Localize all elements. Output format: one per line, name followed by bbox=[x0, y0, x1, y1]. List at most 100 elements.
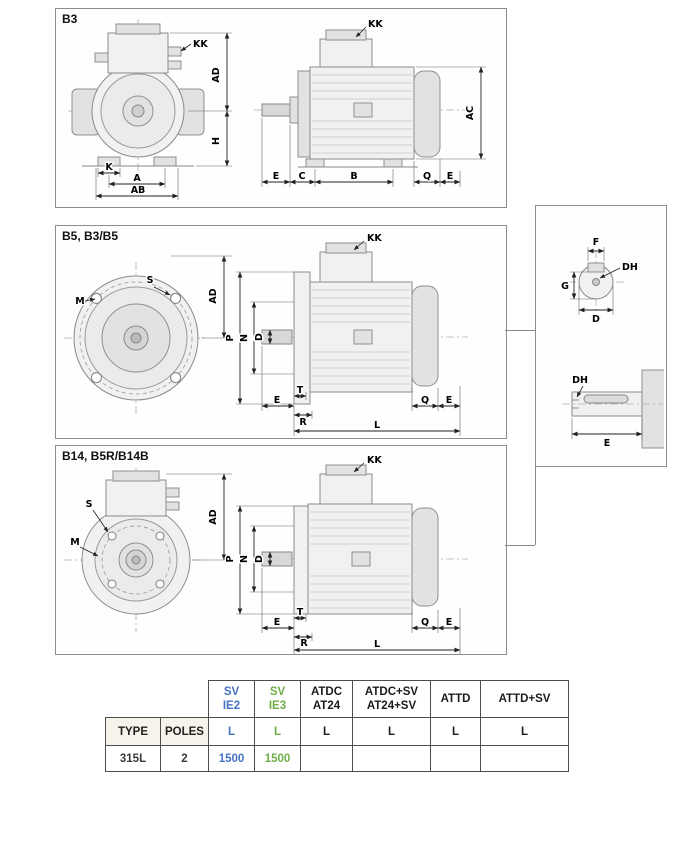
cell-value bbox=[352, 745, 431, 772]
b3-side-view bbox=[254, 29, 468, 168]
dim-label-q: Q bbox=[423, 171, 431, 182]
table-dim-label: L bbox=[352, 717, 431, 746]
group-line1: ATDC+SV bbox=[364, 685, 419, 698]
connector-line bbox=[535, 465, 536, 545]
cell-type-value: 315L bbox=[105, 745, 161, 772]
cell-value bbox=[300, 745, 353, 772]
table-data-row: 315L 2 1500 1500 bbox=[105, 745, 569, 772]
connector-line bbox=[505, 330, 535, 331]
dim-label-n: N bbox=[239, 334, 250, 342]
table-blank-cell bbox=[106, 681, 161, 718]
dim-label-r: R bbox=[300, 638, 308, 649]
panel-b14-title: B14, B5R/B14B bbox=[62, 449, 149, 463]
dim-label-ad: AD bbox=[211, 67, 222, 82]
b14-drawing: S M AD bbox=[64, 454, 468, 656]
cell-value: 1500 bbox=[208, 745, 255, 772]
panel-b3: B3 bbox=[55, 8, 507, 208]
table-group-header-row: SV IE2 SV IE3 ATDC AT24 ATDC+SV AT24+SV … bbox=[106, 680, 569, 718]
shaft-side-view bbox=[562, 369, 667, 449]
dim-label-p: P bbox=[225, 334, 236, 341]
b14-front-view bbox=[64, 468, 206, 632]
shaft-side-dimensions: DH E bbox=[571, 374, 643, 451]
group-line1: SV bbox=[223, 685, 240, 698]
dim-label-k: K bbox=[105, 162, 113, 173]
b14-front-dimensions: S M AD bbox=[69, 473, 232, 561]
dim-label-d: D bbox=[592, 314, 600, 325]
b5-front-view bbox=[64, 262, 208, 414]
b3-front-view bbox=[68, 19, 208, 173]
dim-label-e: E bbox=[274, 395, 281, 406]
table-header-sv-ie2: SV IE2 bbox=[208, 680, 255, 718]
table-dim-label: L bbox=[254, 717, 301, 746]
dim-label-h: H bbox=[211, 137, 222, 145]
dim-label-dh: DH bbox=[622, 262, 638, 273]
shaft-detail-box: F DH G D DH bbox=[535, 205, 667, 467]
dim-label-kk: KK bbox=[193, 39, 208, 50]
cooling-fins bbox=[312, 289, 410, 385]
table-header-attd-sv: ATTD+SV bbox=[480, 680, 569, 718]
dim-label-s: S bbox=[86, 499, 93, 510]
dim-label-r: R bbox=[299, 417, 307, 428]
dim-label-d: D bbox=[254, 333, 265, 341]
cell-poles-value: 2 bbox=[160, 745, 209, 772]
table-header-sv-ie3: SV IE3 bbox=[254, 680, 301, 718]
b14-side-view bbox=[254, 464, 468, 615]
cell-value bbox=[480, 745, 569, 772]
dim-label-m: M bbox=[75, 296, 84, 307]
dim-label-dh: DH bbox=[572, 375, 588, 386]
cell-value bbox=[430, 745, 481, 772]
b5-drawing: M S AD bbox=[64, 232, 468, 436]
group-line2: IE2 bbox=[222, 700, 241, 712]
dim-label-p: P bbox=[225, 555, 236, 562]
panel-b5: B5, B3/B5 bbox=[55, 225, 507, 439]
table-dim-label: L bbox=[430, 717, 481, 746]
table-header-attd: ATTD bbox=[430, 680, 481, 718]
dim-label-l: L bbox=[374, 639, 380, 650]
b5-side-dimensions: KK P N D E T bbox=[224, 232, 461, 436]
dim-label-g: G bbox=[561, 281, 569, 292]
dim-label-q: Q bbox=[421, 617, 429, 628]
panel-b3-title: B3 bbox=[62, 12, 78, 26]
dim-label-q: Q bbox=[421, 395, 429, 406]
cooling-fins bbox=[310, 511, 410, 609]
dim-label-t: T bbox=[297, 385, 304, 396]
shaft-end-dimensions: F DH G D bbox=[560, 236, 640, 327]
shaft-end-view bbox=[568, 250, 624, 314]
connector-line bbox=[505, 545, 535, 546]
dim-label-e: E bbox=[446, 617, 453, 628]
group-line2: IE3 bbox=[268, 700, 287, 712]
group-line1: ATDC bbox=[310, 685, 343, 698]
b5-side-view bbox=[254, 242, 468, 405]
dim-label-kk: KK bbox=[367, 455, 382, 466]
dim-label-e: E bbox=[447, 171, 454, 182]
dim-label-e: E bbox=[446, 395, 453, 406]
dim-label-e: E bbox=[273, 171, 280, 182]
panel-b14: B14, B5R/B14B bbox=[55, 445, 507, 656]
dim-label-c: C bbox=[299, 171, 306, 182]
dim-label-s: S bbox=[147, 275, 154, 286]
b14-side-dimensions: KK P N D E T bbox=[224, 454, 461, 656]
table-header-atdc-sv: ATDC+SV AT24+SV bbox=[352, 680, 431, 718]
dim-label-kk: KK bbox=[368, 19, 383, 30]
table-dim-label: L bbox=[300, 717, 353, 746]
cell-value: 1500 bbox=[254, 745, 301, 772]
dimension-table: SV IE2 SV IE3 ATDC AT24 ATDC+SV AT24+SV … bbox=[105, 680, 569, 772]
table-header-atdc-at24: ATDC AT24 bbox=[300, 680, 353, 718]
group-line1: SV bbox=[269, 685, 286, 698]
group-line2: AT24+SV bbox=[366, 700, 417, 712]
dim-label-f: F bbox=[593, 237, 600, 248]
table-blank-cell bbox=[161, 681, 209, 718]
b3-drawing: KK AD H K A AB bbox=[68, 18, 486, 200]
dim-label-b: B bbox=[350, 171, 357, 182]
b3-side-dimensions: KK E C B Q E AC bbox=[261, 18, 486, 187]
group-line2: AT24 bbox=[312, 700, 341, 712]
dim-label-ad: AD bbox=[208, 509, 219, 524]
b3-front-dimensions: KK AD H K A AB bbox=[95, 32, 232, 200]
table-subheader-row: TYPE POLES L L L L L L bbox=[105, 717, 569, 746]
dim-label-ad: AD bbox=[208, 288, 219, 303]
dim-label-l: L bbox=[374, 420, 380, 431]
group-line1: ATTD+SV bbox=[498, 692, 551, 705]
panel-b5-title: B5, B3/B5 bbox=[62, 229, 119, 243]
dim-label-n: N bbox=[239, 555, 250, 563]
dim-label-e: E bbox=[604, 438, 611, 449]
